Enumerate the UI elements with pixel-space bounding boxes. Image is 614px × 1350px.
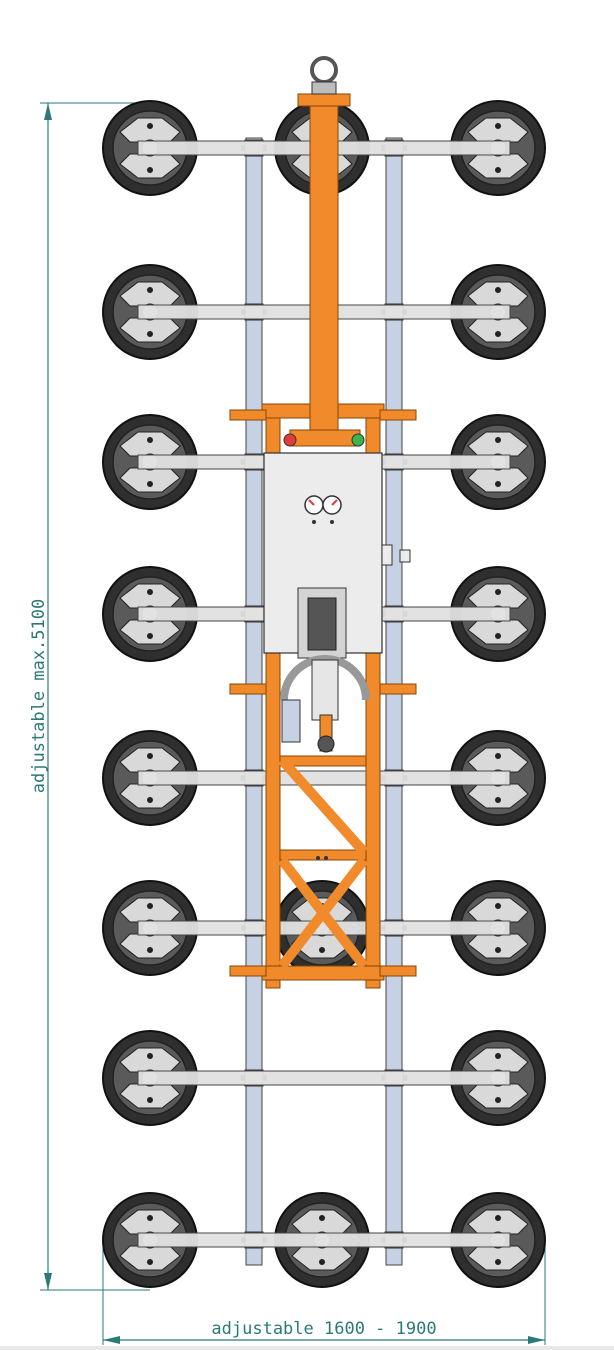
shackle-icon bbox=[310, 56, 338, 95]
lifting-boom bbox=[289, 93, 361, 447]
status-light-green bbox=[351, 433, 365, 447]
crossbar-overlay bbox=[137, 1070, 511, 1086]
rotation-unit bbox=[280, 655, 370, 753]
crossbar-overlay bbox=[137, 920, 511, 936]
height-dimension-label: adjustable max.5100 bbox=[29, 599, 49, 793]
pressure-gauge-icon bbox=[304, 495, 342, 524]
suction-cup-array bbox=[102, 100, 546, 1288]
width-dimension-label: adjustable 1600 - 1900 bbox=[211, 1319, 436, 1339]
height-dimension bbox=[40, 102, 150, 1291]
control-box bbox=[263, 452, 411, 654]
width-dimension bbox=[102, 1245, 546, 1345]
page-bottom-rule bbox=[0, 1346, 614, 1350]
crossbar-overlay bbox=[137, 770, 511, 786]
status-light-red bbox=[283, 433, 297, 447]
vacuum-pump-housing bbox=[297, 587, 347, 659]
crossbar-overlay bbox=[137, 1232, 511, 1248]
